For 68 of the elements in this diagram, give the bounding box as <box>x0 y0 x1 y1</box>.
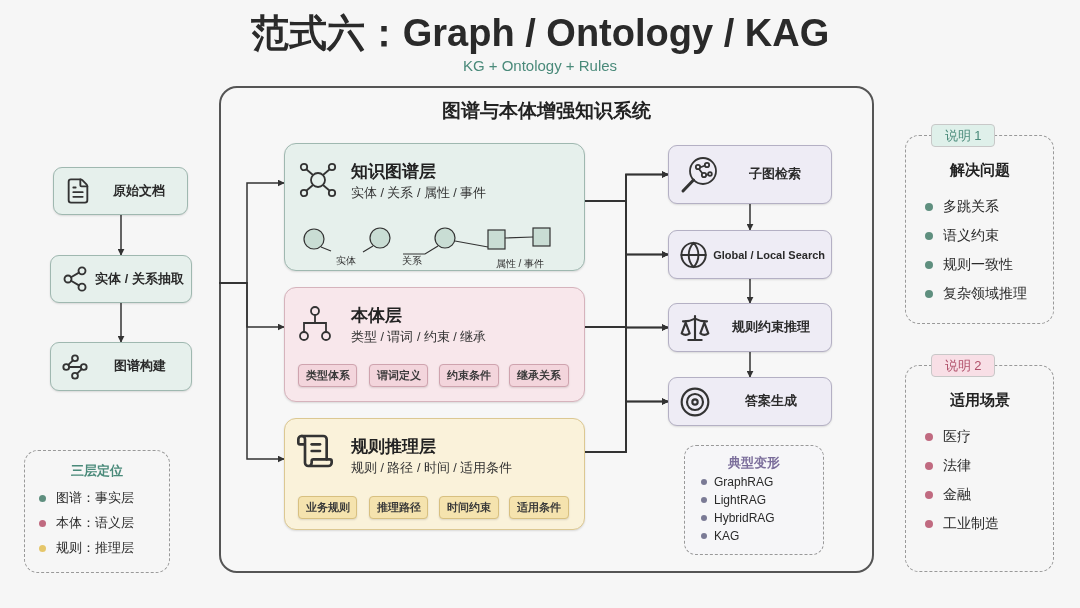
note-heading: 适用场景 <box>948 391 1011 410</box>
tag-chip: 业务规则 <box>298 496 357 519</box>
graph-label: 关系 <box>402 254 422 268</box>
legend-title: 三层定位 <box>70 462 124 480</box>
box-label: 实体 / 关系抽取 <box>94 270 185 288</box>
diagram-subtitle: KG + Ontology + Rules <box>461 57 619 74</box>
layer-panel <box>284 143 585 271</box>
layer-subtitle: 类型 / 谓词 / 约束 / 继承 <box>351 329 487 346</box>
list-item: 工业制造 <box>943 515 999 533</box>
list-item: 法律 <box>943 457 971 475</box>
dashed-panel <box>684 445 824 555</box>
layer-title: 规则推理层 <box>351 436 436 458</box>
arrow <box>746 278 754 304</box>
layer-panel <box>284 287 585 402</box>
arrow <box>117 302 125 343</box>
tag-chip: 适用条件 <box>509 496 569 519</box>
process-box <box>50 342 192 391</box>
list-item: GraphRAG <box>714 475 774 489</box>
graph-label: 属性 / 事件 <box>495 257 545 271</box>
layer-title: 本体层 <box>351 305 402 327</box>
note-heading: 解决问题 <box>948 161 1011 180</box>
arrow <box>746 351 754 378</box>
legend-text: 本体：语义层 <box>56 515 134 532</box>
arrow <box>218 282 285 463</box>
list-item: 复杂领域推理 <box>943 285 1027 303</box>
list-item: 多跳关系 <box>943 198 999 216</box>
list-item: 医疗 <box>943 428 971 446</box>
graph-label: 实体 <box>336 254 356 268</box>
list-item: LightRAG <box>714 493 767 507</box>
process-box <box>668 303 832 352</box>
note-tag: 说明 2 <box>931 354 995 377</box>
note-tag: 说明 1 <box>931 124 995 147</box>
legend-text: 规则：推理层 <box>56 540 134 557</box>
list-item: 金融 <box>943 486 971 504</box>
process-box <box>53 167 188 215</box>
tag-chip: 约束条件 <box>439 364 499 387</box>
process-box <box>668 230 832 279</box>
box-label: 子图检索 <box>747 166 802 183</box>
arrow <box>584 398 669 453</box>
box-label: 规则约束推理 <box>730 319 811 336</box>
process-box <box>50 255 192 303</box>
tag-chip: 继承关系 <box>509 364 569 387</box>
tag-chip: 类型体系 <box>298 364 357 387</box>
layer-title: 知识图谱层 <box>351 161 436 183</box>
layer-panel <box>284 418 585 530</box>
tag-chip: 谓词定义 <box>369 364 428 387</box>
box-label: 图谱构建 <box>112 358 167 375</box>
box-label: 答案生成 <box>743 393 798 410</box>
list-item: KAG <box>714 529 740 543</box>
box-label: 原始文档 <box>112 182 166 200</box>
layer-subtitle: 规则 / 路径 / 时间 / 适用条件 <box>351 460 513 477</box>
arrow <box>746 203 754 231</box>
process-box <box>668 145 832 204</box>
system-panel <box>219 86 874 573</box>
list-item: 规则一致性 <box>943 256 1013 274</box>
process-box <box>668 377 832 426</box>
list-item: HybridRAG <box>714 511 775 525</box>
layer-subtitle: 实体 / 关系 / 属性 / 事件 <box>351 185 487 202</box>
diagram-title: 范式六：Graph / Ontology / KAG <box>249 11 831 56</box>
panel-title: 图谱与本体增强知识系统 <box>441 99 652 123</box>
legend-text: 图谱：事实层 <box>56 490 134 507</box>
legend-panel <box>24 450 170 573</box>
box-label: Global / Local Search <box>713 248 825 261</box>
list-item: 语义约束 <box>943 227 999 245</box>
arrow <box>117 214 125 256</box>
tag-chip: 推理路径 <box>369 496 428 519</box>
panel-heading: 典型变形 <box>727 455 781 472</box>
tag-chip: 时间约束 <box>439 496 499 519</box>
